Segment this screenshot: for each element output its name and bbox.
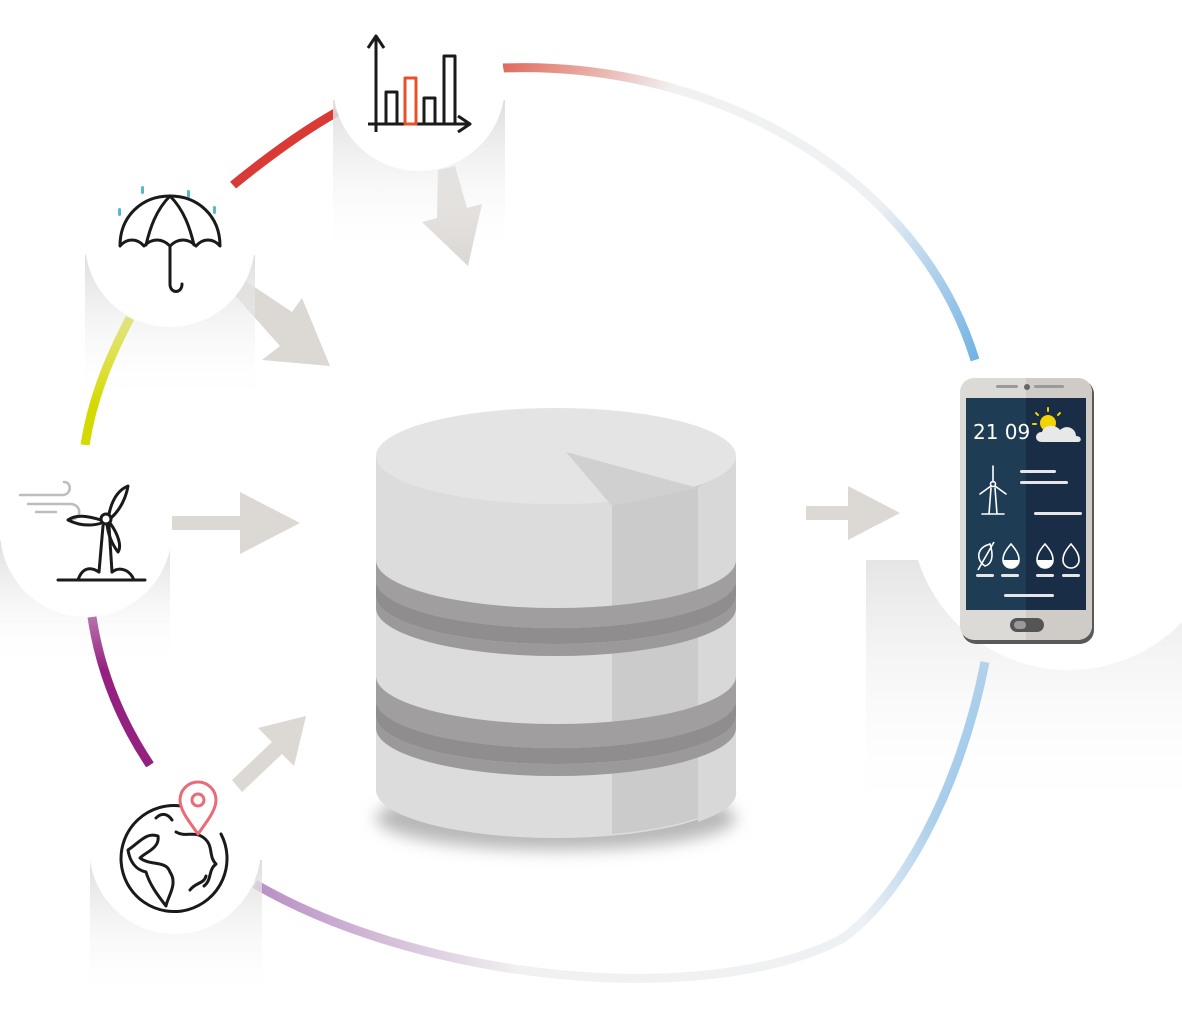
- node-wind-energy: [0, 445, 172, 670]
- phone-turbine-icon: [979, 465, 1007, 515]
- wind-turbine-icon: [18, 480, 147, 582]
- umbrella-rain-icon: [118, 186, 222, 293]
- node-circle: [333, 0, 505, 171]
- bar-chart-icon: [366, 34, 472, 134]
- node-statistics: [333, 0, 505, 260]
- node-geolocation: [89, 762, 262, 1000]
- globe-location-pin-icon: [119, 780, 229, 914]
- node-precipitation: [85, 157, 255, 405]
- sun-cloud-icon: [1032, 407, 1081, 442]
- arrow-from-geolocation: [232, 716, 306, 792]
- ring-arc-red: [229, 108, 340, 190]
- arrow-to-phone: [806, 486, 900, 540]
- database-icon: [376, 408, 737, 850]
- node-circle: [89, 762, 261, 934]
- arrow-from-precipitation: [232, 280, 330, 366]
- smartphone-weather-app-icon: 21 09: [960, 378, 1094, 644]
- node-circle: [85, 157, 255, 327]
- arrow-from-wind-energy: [172, 492, 300, 554]
- phone-forecast-icons: [976, 541, 1080, 597]
- phone-screen-time: 21 09: [973, 420, 1030, 444]
- node-output-phone: 21 09: [866, 354, 1182, 820]
- node-circle: [0, 445, 172, 617]
- ring-arc-top-right: [502, 63, 980, 362]
